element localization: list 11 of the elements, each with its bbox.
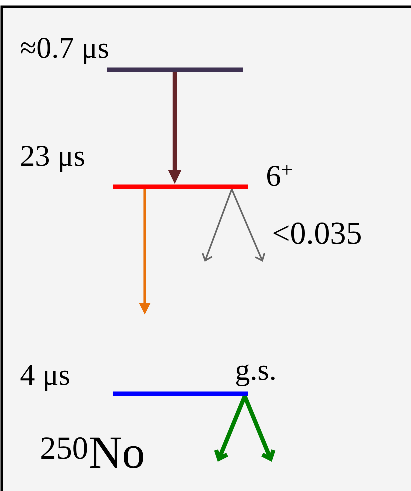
arrow xyxy=(214,396,247,462)
level-label: ≈0.7 μs xyxy=(21,38,108,64)
label: <0.035 xyxy=(274,222,361,244)
level-label: 4 μs xyxy=(20,365,70,392)
level-label: 6$^{+}$ xyxy=(267,165,292,186)
level-label: 23 μs xyxy=(22,146,84,172)
arrow xyxy=(231,189,266,262)
level-label: g.s. xyxy=(236,364,275,386)
label: $^{250}$No xyxy=(42,438,144,468)
arrow xyxy=(243,396,276,462)
arrow xyxy=(202,189,233,262)
